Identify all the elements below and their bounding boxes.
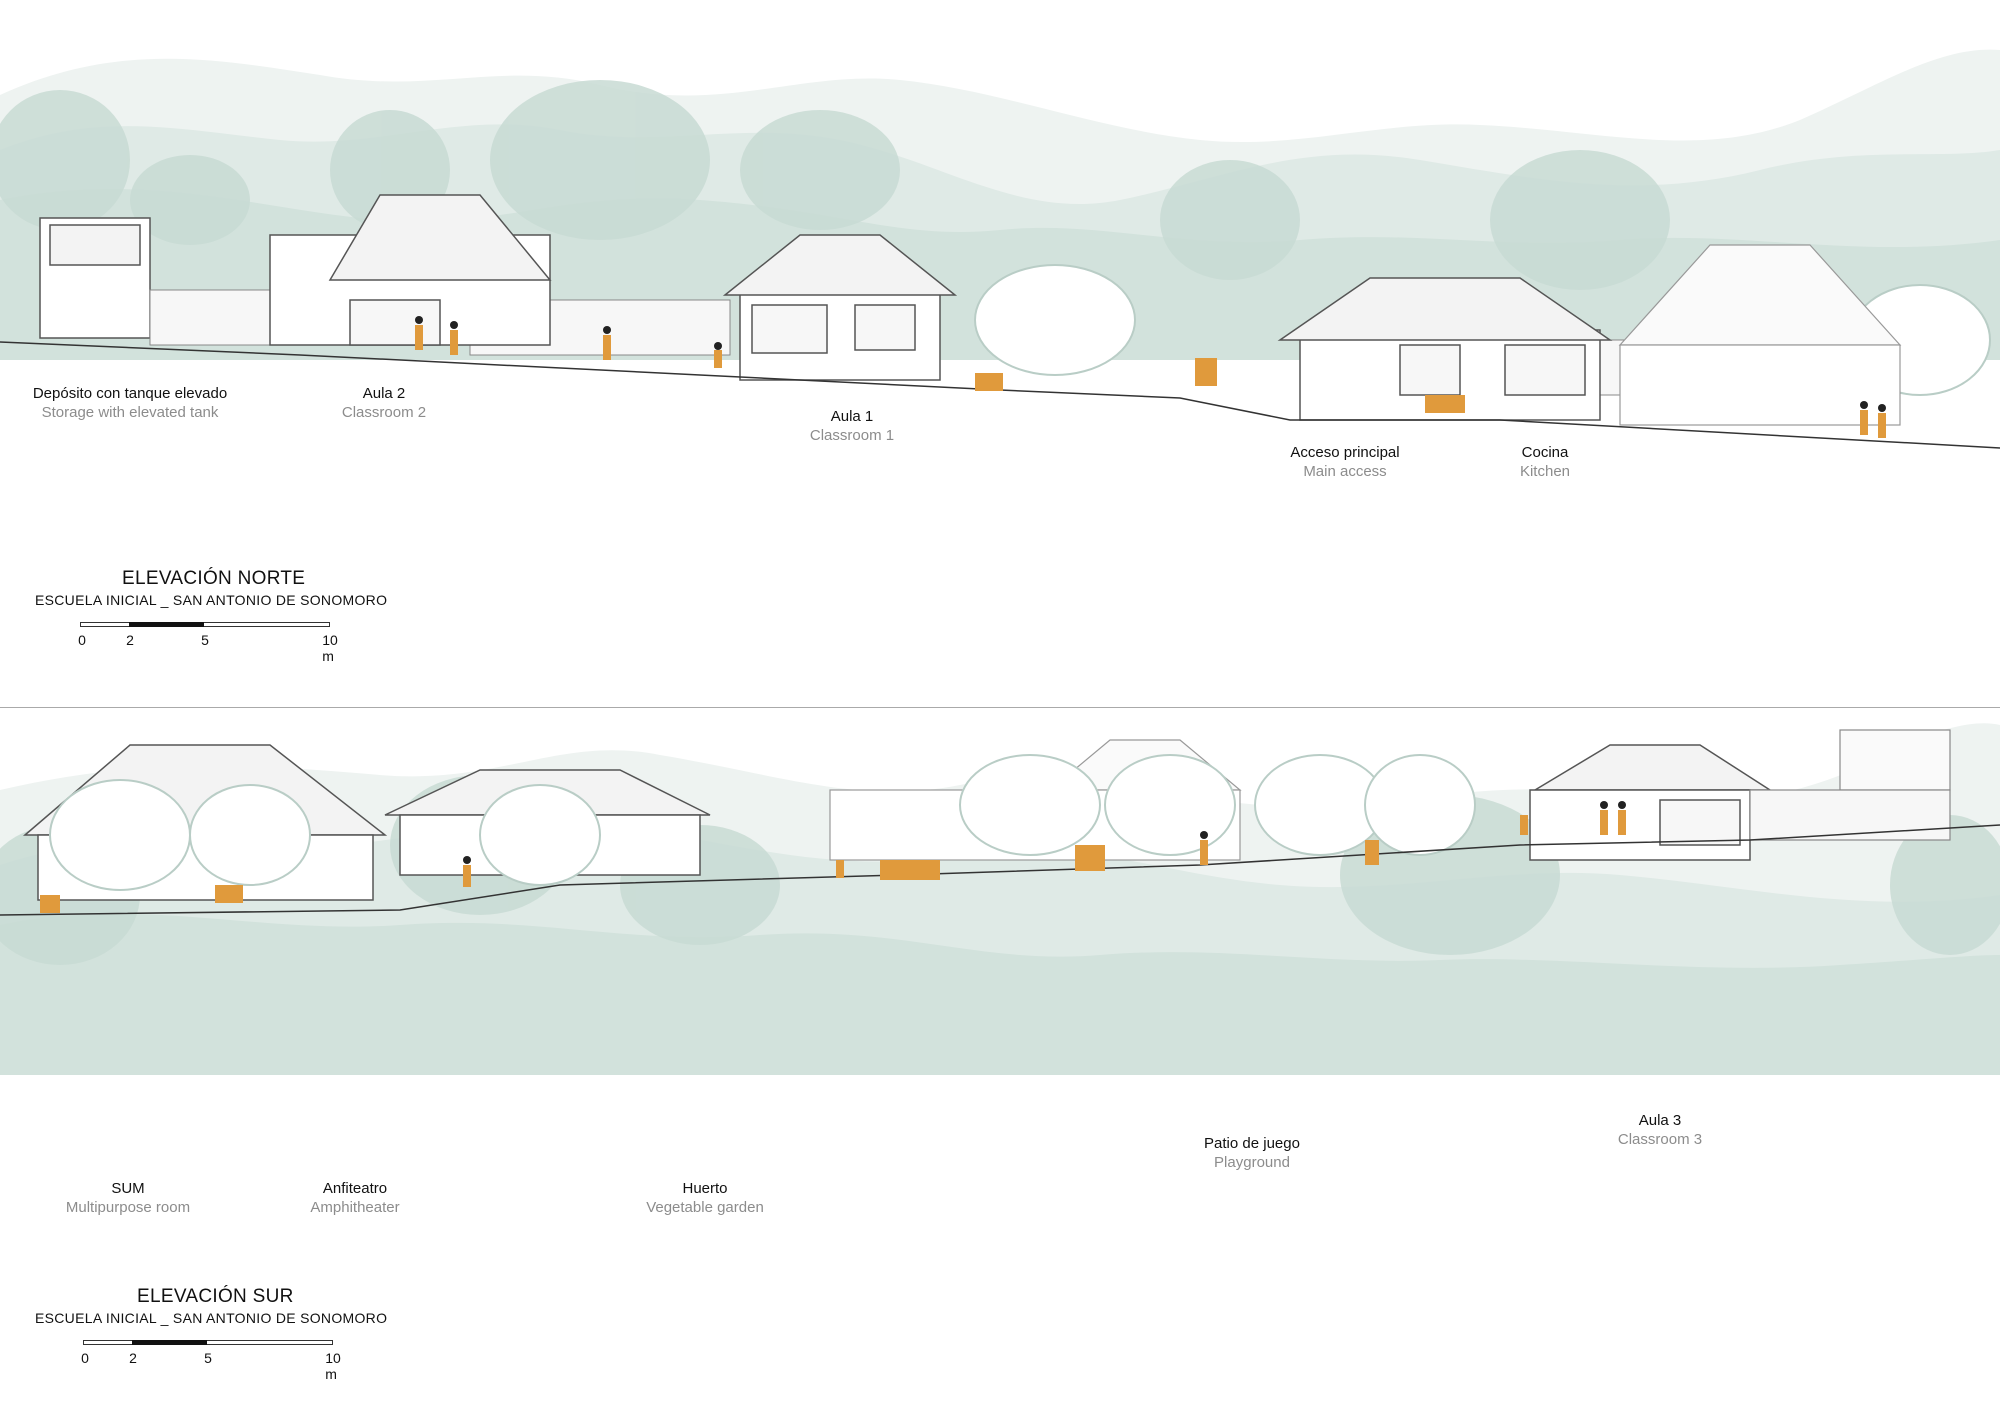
north-label-storage: Depósito con tanque elevado Storage with… (10, 385, 250, 423)
label-es: Cocina (1521, 444, 1569, 461)
label-es: Huerto (682, 1180, 728, 1197)
label-es: Anfiteatro (322, 1180, 388, 1197)
label-en: Kitchen (1519, 462, 1571, 480)
label-en: Classroom 3 (1617, 1130, 1703, 1148)
north-title-block: ELEVACIÓN NORTE ESCUELA INICIAL _ SAN AN… (35, 568, 387, 608)
label-en: Playground (1214, 1153, 1290, 1171)
scale-tick-2: 2 (126, 632, 134, 648)
north-storage-tower (39, 217, 151, 339)
label-en: Classroom 2 (341, 403, 427, 421)
south-foreground-trees (49, 754, 1476, 891)
south-ground-line (0, 824, 2000, 916)
north-classroom-1 (722, 234, 958, 381)
north-elevation-drawing (0, 49, 2000, 449)
south-label-garden: Huerto Vegetable garden (625, 1180, 785, 1218)
label-es: Aula 3 (1638, 1112, 1682, 1129)
south-label-amphitheater: Anfiteatro Amphitheater (285, 1180, 425, 1218)
south-mountains-near (0, 913, 2000, 1075)
south-title: ELEVACIÓN SUR (137, 1286, 294, 1307)
north-ground-line (0, 341, 2000, 449)
label-en: Classroom 1 (809, 426, 895, 444)
scale-bar-fill (129, 622, 204, 627)
scale-tick-0: 0 (78, 632, 86, 648)
scale-tick-5: 5 (201, 632, 209, 648)
north-scale-bar: 0 2 5 10 m (78, 622, 340, 664)
south-label-sum: SUM Multipurpose room (48, 1180, 208, 1218)
label-en: Vegetable garden (646, 1198, 764, 1216)
south-figures (40, 801, 1626, 913)
south-label-classroom-3: Aula 3 Classroom 3 (1590, 1112, 1730, 1150)
south-classroom-3 (1529, 744, 1773, 861)
north-label-classroom-2: Aula 2 Classroom 2 (314, 385, 454, 423)
section-divider (0, 707, 2000, 708)
south-elevation-drawing (0, 723, 2000, 1075)
north-label-classroom-1: Aula 1 Classroom 1 (782, 408, 922, 446)
north-subtitle: ESCUELA INICIAL _ SAN ANTONIO DE SONOMOR… (35, 592, 388, 608)
scale-bar-outline (83, 1340, 333, 1345)
north-kitchen-block (1277, 277, 1613, 421)
north-classroom-2 (269, 194, 552, 346)
north-label-main-access: Acceso principal Main access (1265, 444, 1425, 482)
south-right-storage (1749, 729, 1951, 841)
label-en: Amphitheater (310, 1198, 400, 1216)
north-label-kitchen: Cocina Kitchen (1475, 444, 1615, 482)
scale-tick-0: 0 (81, 1350, 89, 1366)
label-es: Aula 2 (362, 385, 406, 402)
scale-bar-fill (132, 1340, 207, 1345)
label-en: Main access (1303, 462, 1387, 480)
scale-tick-10: 10 m (322, 632, 338, 664)
north-figures (415, 316, 1886, 438)
label-es: Acceso principal (1290, 444, 1400, 461)
scale-tick-5: 5 (204, 1350, 212, 1366)
label-es: Depósito con tanque elevado (32, 385, 228, 402)
scale-tick-2: 2 (129, 1350, 137, 1366)
label-en: Multipurpose room (65, 1198, 191, 1216)
north-right-block (1618, 244, 1902, 426)
label-es: Patio de juego (1204, 1135, 1300, 1152)
label-en: Storage with elevated tank (41, 403, 219, 421)
north-title: ELEVACIÓN NORTE (122, 568, 306, 589)
scale-bar-outline (80, 622, 330, 627)
south-subtitle: ESCUELA INICIAL _ SAN ANTONIO DE SONOMOR… (35, 1310, 388, 1326)
south-title-block: ELEVACIÓN SUR ESCUELA INICIAL _ SAN ANTO… (35, 1286, 387, 1326)
label-es: SUM (111, 1180, 145, 1197)
label-es: Aula 1 (830, 408, 874, 425)
north-trees (0, 80, 1670, 290)
scale-tick-10: 10 m (325, 1350, 341, 1382)
south-label-playground: Patio de juego Playground (1172, 1135, 1332, 1173)
south-scale-bar: 0 2 5 10 m (81, 1340, 343, 1382)
